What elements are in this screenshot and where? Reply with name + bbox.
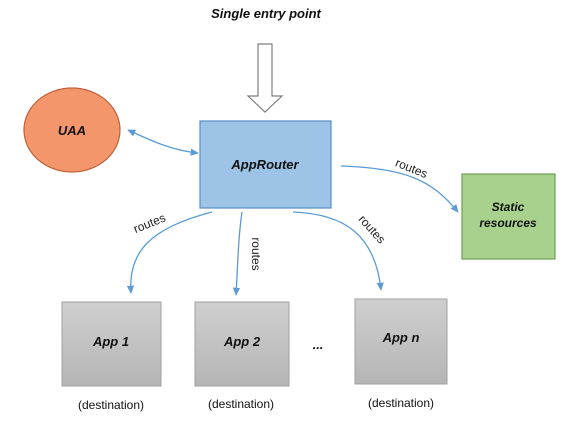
- approuter-node: [199, 120, 332, 209]
- app2-node: [194, 301, 290, 387]
- static-resources-node: [461, 173, 556, 260]
- edge-approuter-app2: [232, 211, 243, 296]
- app1-node: [61, 301, 162, 387]
- uaa-node: [23, 87, 121, 173]
- app1-label: App 1: [92, 334, 129, 349]
- app2-caption: (destination): [208, 397, 274, 411]
- appn-caption: (destination): [368, 396, 434, 410]
- edge-label-appn: routes: [356, 212, 389, 246]
- edge-approuter-app1: [126, 211, 213, 294]
- app1-caption: (destination): [78, 398, 144, 412]
- edge-approuter-static: [340, 165, 459, 213]
- app2-label: App 2: [223, 334, 261, 349]
- hollow-down-arrow-icon: [246, 43, 284, 113]
- approuter-label: AppRouter: [230, 157, 299, 172]
- edge-uaa-approuter: [127, 129, 199, 156]
- appn-label: App n: [382, 330, 420, 345]
- static-label-line1: Static: [492, 200, 525, 214]
- appn-node: [354, 298, 448, 385]
- ellipsis-label: ...: [313, 337, 324, 352]
- uaa-label: UAA: [58, 123, 86, 138]
- diagram-title: Single entry point: [211, 6, 321, 21]
- edge-approuter-appn: [292, 211, 384, 291]
- edge-label-app2: routes: [249, 237, 263, 270]
- static-label-line2: resources: [479, 216, 537, 230]
